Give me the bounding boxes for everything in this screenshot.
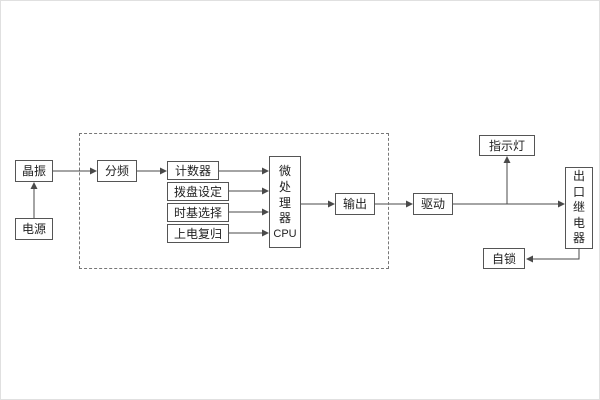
node-indicator-lamp: 指示灯 xyxy=(479,135,535,156)
internal-circuit-boundary xyxy=(79,133,389,269)
node-divider-label: 分频 xyxy=(104,164,129,178)
node-counter-label: 计数器 xyxy=(174,163,211,178)
node-output: 输出 xyxy=(335,193,375,215)
node-power-on-reset: 上电复归 xyxy=(167,224,229,243)
node-dial-label: 拨盘设定 xyxy=(173,184,222,199)
node-timebase-select: 时基选择 xyxy=(167,203,229,222)
node-outlet-relay: 出口继电器 xyxy=(565,167,593,249)
node-self-lock: 自锁 xyxy=(483,248,525,269)
node-crystal-oscillator: 晶振 xyxy=(15,160,53,182)
node-frequency-divider: 分频 xyxy=(97,160,137,182)
node-output-label: 输出 xyxy=(342,197,367,211)
node-relay-label: 出口继电器 xyxy=(573,169,586,246)
node-indicator-label: 指示灯 xyxy=(488,138,525,153)
node-selflock-label: 自锁 xyxy=(491,251,516,266)
node-crystal-label: 晶振 xyxy=(21,164,46,178)
node-drive: 驱动 xyxy=(413,193,453,215)
node-dial-setting: 拨盘设定 xyxy=(167,182,229,201)
node-reset-label: 上电复归 xyxy=(173,226,222,241)
node-counter: 计数器 xyxy=(167,161,219,180)
node-power-supply: 电源 xyxy=(15,218,53,240)
node-timebase-label: 时基选择 xyxy=(173,205,222,220)
node-microprocessor-cpu: 微处理器 CPU xyxy=(269,156,301,248)
node-power-label: 电源 xyxy=(21,222,46,236)
node-drive-label: 驱动 xyxy=(420,197,445,211)
node-cpu-label-en: CPU xyxy=(273,227,297,240)
node-cpu-label-cn: 微处理器 xyxy=(278,164,291,226)
